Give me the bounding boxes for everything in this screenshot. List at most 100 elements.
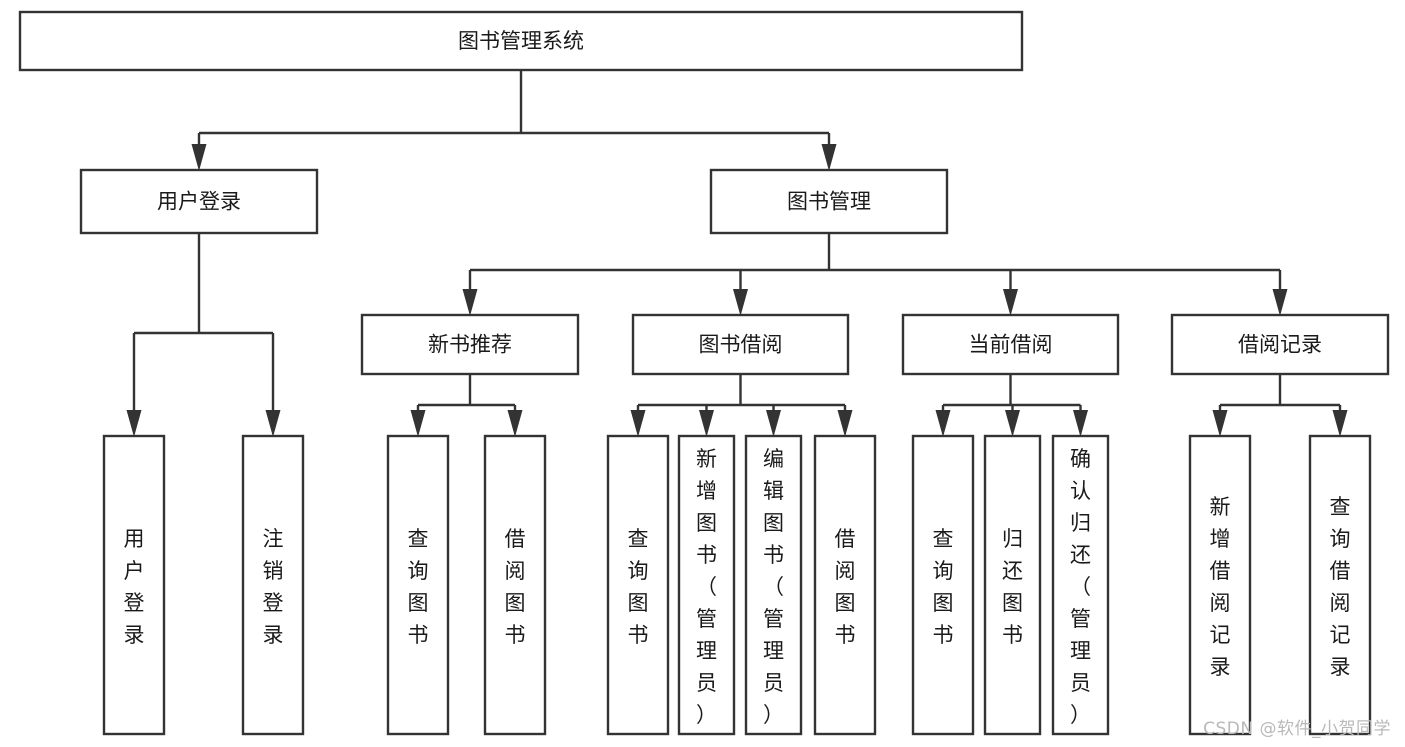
node-label-char: 询 <box>1330 527 1351 551</box>
node-label-char: 书 <box>696 543 717 567</box>
node-box <box>813 434 877 736</box>
node-box <box>18 10 1024 72</box>
node-l2_1[interactable]: 图书管理 <box>709 168 949 235</box>
node-label-char: 还 <box>1070 543 1091 567</box>
node-label-char: 增 <box>1210 527 1231 551</box>
node-label-char: ） <box>1070 703 1091 727</box>
node-l3_0[interactable]: 新书推荐 <box>360 313 580 376</box>
csdn-watermark: CSDN @软件_小贺同学 <box>1203 719 1391 739</box>
node-l3_1[interactable]: 图书借阅 <box>631 313 850 376</box>
node-label-char: 询 <box>933 559 954 583</box>
node-box <box>1308 434 1372 736</box>
node-label: 借阅记录 <box>1238 333 1322 357</box>
node-label-char: 借 <box>1210 559 1231 583</box>
node-box <box>677 434 736 736</box>
node-label-char: 辑 <box>763 479 784 503</box>
node-label-char: 借 <box>1330 559 1351 583</box>
node-label-char: 查 <box>408 527 429 551</box>
node-box <box>983 434 1042 736</box>
node-label-char: 理 <box>763 639 784 663</box>
node-label-char: 图 <box>628 591 649 615</box>
node-label-char: 借 <box>505 527 526 551</box>
arrow-head-icon <box>507 410 523 437</box>
arrow-head-icon <box>766 410 781 437</box>
node-layer: 图书管理系统用户登录图书管理新书推荐图书借阅当前借阅借阅记录用户登录注销登录查询… <box>18 10 1390 736</box>
node-label-char: 编 <box>763 447 784 471</box>
node-label-char: 查 <box>933 527 954 551</box>
node-label: 图书管理系统 <box>458 29 584 53</box>
node-box <box>631 313 850 376</box>
arrow-head-icon <box>265 410 281 437</box>
node-label-char: 录 <box>1210 655 1231 679</box>
node-box <box>102 434 166 736</box>
node-box <box>911 434 975 736</box>
node-box <box>386 434 450 736</box>
node-label-char: 登 <box>124 591 145 615</box>
node-box <box>1170 313 1390 376</box>
node-label-char: 员 <box>696 671 717 695</box>
arrow-head-icon <box>837 410 853 437</box>
node-box <box>1188 434 1252 736</box>
node-label-char: 阅 <box>505 559 526 583</box>
node-label-char: 认 <box>1070 479 1091 503</box>
node-root[interactable]: 图书管理系统 <box>18 10 1024 72</box>
node-label-char: 录 <box>124 623 145 647</box>
node-label-char: 借 <box>835 527 856 551</box>
node-label-char: 增 <box>696 479 717 503</box>
node-label-char: 还 <box>1002 559 1023 583</box>
node-label-char: 归 <box>1002 527 1023 551</box>
node-label-char: 图 <box>696 511 717 535</box>
node-label-char: 书 <box>505 623 526 647</box>
node-label-char: 记 <box>1210 623 1231 647</box>
node-label-char: 录 <box>1330 655 1351 679</box>
arrow-head-icon <box>1272 289 1288 316</box>
node-label-char: 图 <box>505 591 526 615</box>
node-label-char: 图 <box>933 591 954 615</box>
node-l2_0[interactable]: 用户登录 <box>79 168 319 235</box>
node-box <box>79 168 319 235</box>
node-label-char: 书 <box>933 623 954 647</box>
node-box <box>241 434 305 736</box>
node-label-char: 询 <box>408 559 429 583</box>
arrow-head-icon <box>733 289 748 316</box>
node-l3_2[interactable]: 当前借阅 <box>901 313 1120 376</box>
node-label-char: 图 <box>763 511 784 535</box>
connector-layer <box>126 70 1348 437</box>
node-label-char: 书 <box>628 623 649 647</box>
node-label-char: 录 <box>263 623 284 647</box>
arrow-head-icon <box>1073 410 1088 437</box>
node-label-char: 书 <box>408 623 429 647</box>
node-box <box>1051 434 1110 736</box>
node-label-char: 户 <box>124 559 145 583</box>
node-label-char: 查 <box>628 527 649 551</box>
node-label-char: 新 <box>1210 495 1231 519</box>
node-box <box>483 434 547 736</box>
node-l3_3[interactable]: 借阅记录 <box>1170 313 1390 376</box>
node-label: 图书管理 <box>787 190 871 214</box>
node-leaf_0[interactable]: 用户登录 <box>102 434 166 736</box>
node-label-char: 注 <box>263 527 284 551</box>
node-label-char: 记 <box>1330 623 1351 647</box>
arrow-head-icon <box>126 410 142 437</box>
node-label-char: 图 <box>408 591 429 615</box>
arrow-head-icon <box>191 144 207 171</box>
node-label-char: 询 <box>628 559 649 583</box>
node-label: 图书借阅 <box>699 333 783 357</box>
node-label-char: 归 <box>1070 511 1091 535</box>
node-label-char: 图 <box>1002 591 1023 615</box>
node-label-char: 员 <box>763 671 784 695</box>
node-label-char: 理 <box>696 639 717 663</box>
